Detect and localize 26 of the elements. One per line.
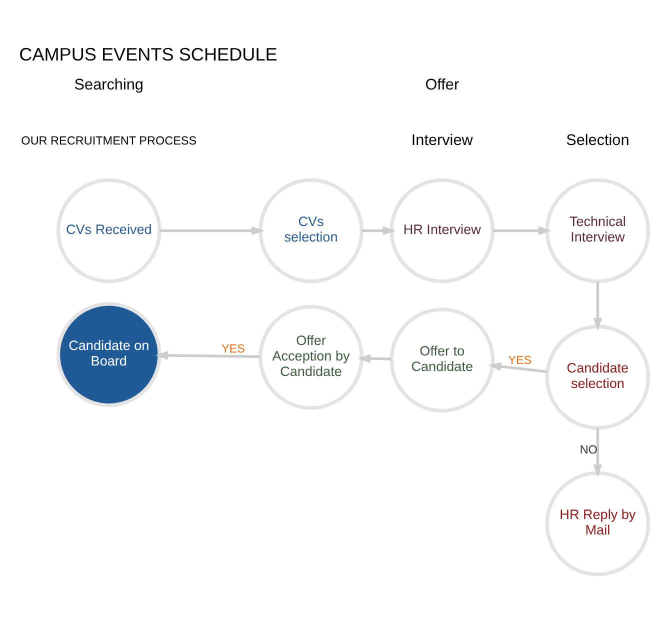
edge-label: NO <box>580 444 598 457</box>
edge-label: YES <box>508 354 532 368</box>
arrow <box>488 362 548 374</box>
node-circle: HR Reply by Mail <box>545 471 650 576</box>
label: Searching <box>74 76 144 94</box>
node-circle: Technical Interview <box>545 178 650 284</box>
label: Offer <box>425 76 460 94</box>
diagram-title: CAMPUS EVENTS SCHEDULE <box>19 44 278 65</box>
node-circle: CVs selection <box>258 178 364 284</box>
label: Interview <box>411 132 473 149</box>
arrow <box>362 226 396 236</box>
node-circle: Offer to Candidate <box>390 308 495 412</box>
node-circle: Candidate on Board <box>56 302 162 408</box>
arrow <box>492 226 551 236</box>
edge-label: YES <box>221 342 245 356</box>
label: Selection <box>566 132 630 149</box>
node-circle: Offer Acception by Candidate <box>258 304 364 410</box>
node-circle: Candidate selection <box>545 324 650 430</box>
node-circle: HR Interview <box>390 178 495 284</box>
arrow <box>593 282 602 331</box>
arrow <box>160 226 264 236</box>
label: OUR RECRUITMENT PROCESS <box>21 134 197 148</box>
arrow <box>593 428 602 478</box>
arrow <box>358 354 392 364</box>
node-circle: CVs Received <box>56 178 162 284</box>
arrow <box>155 350 260 360</box>
